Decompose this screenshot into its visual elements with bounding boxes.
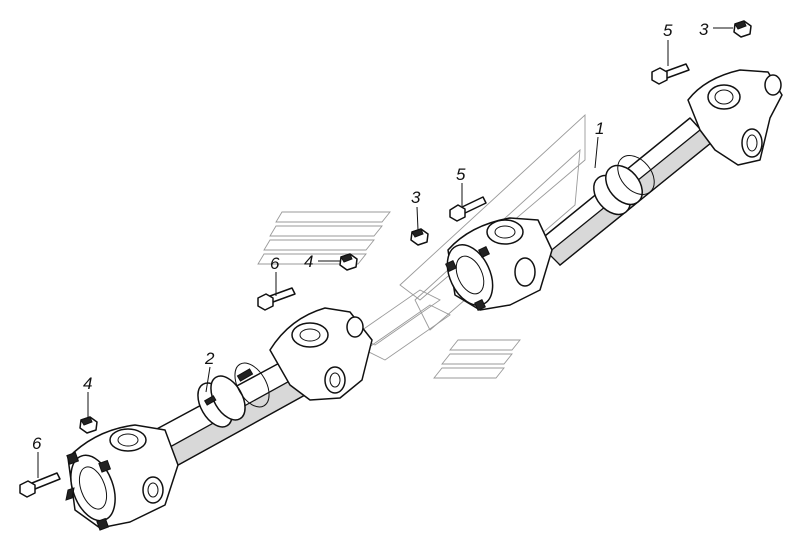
callout-nut-center-left: 4 (304, 252, 313, 271)
callout-shaft-main: 1 (595, 119, 604, 138)
nut-top-right (733, 20, 752, 38)
callout-nut-top-right: 3 (699, 20, 709, 39)
bolt-bottom-left (19, 472, 61, 498)
callout-shaft-intermediate: 2 (204, 349, 215, 368)
callout-nut-center: 3 (411, 188, 421, 207)
leader-lines (37, 27, 733, 478)
bolt-top-right (651, 63, 690, 85)
callout-bolt-center-left: 6 (270, 254, 280, 273)
bolt-center (449, 196, 487, 222)
propeller-shaft-intermediate (65, 307, 373, 531)
callout-nut-bottom-left: 4 (83, 374, 92, 393)
callout-bolt-center: 5 (456, 165, 466, 184)
propeller-shaft-main (445, 69, 783, 311)
bolt-center-left (257, 287, 296, 311)
nut-center-left (339, 253, 358, 271)
callout-bolt-top-right: 5 (663, 21, 673, 40)
callout-labels: 1 2 3 5 3 5 4 6 4 6 (32, 20, 709, 453)
nut-bottom-left (79, 416, 98, 434)
nut-center (410, 228, 429, 246)
callout-bolt-bottom-left: 6 (32, 434, 42, 453)
